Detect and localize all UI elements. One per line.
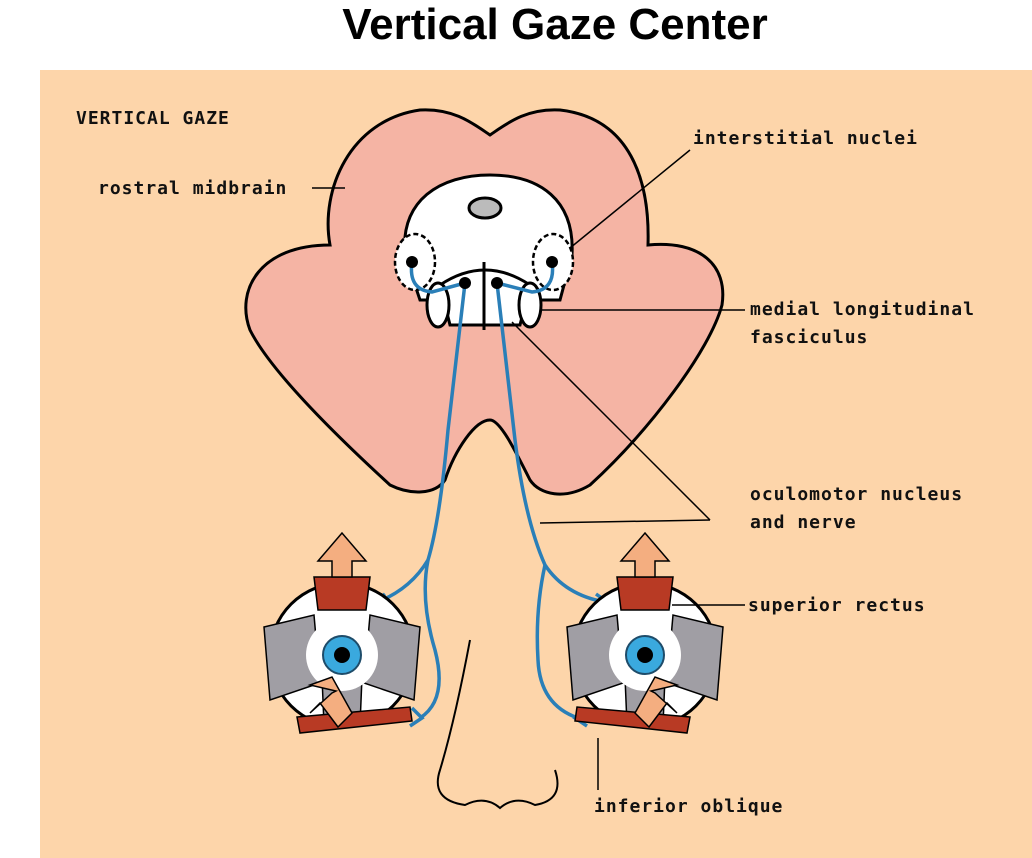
rostral-midbrain-label: rostral midbrain bbox=[98, 178, 287, 199]
cerebral-aqueduct bbox=[467, 196, 503, 220]
mlf-left bbox=[425, 281, 451, 329]
oculomotor-label-line1: oculomotor nucleus bbox=[750, 484, 963, 505]
mlf-right bbox=[517, 281, 543, 329]
mlf-label-line2: fasciculus bbox=[750, 327, 868, 348]
superior-rectus-label: superior rectus bbox=[748, 595, 926, 616]
diagram-title: Vertical Gaze Center bbox=[342, 0, 768, 49]
interstitial-nuclei-label: interstitial nuclei bbox=[693, 128, 918, 149]
inferior-oblique-label: inferior oblique bbox=[594, 796, 783, 817]
leader-lines bbox=[312, 149, 745, 790]
mlf-label-line1: medial longitudinal bbox=[750, 299, 975, 320]
oculomotor-label-line2: and nerve bbox=[750, 512, 857, 533]
nuclei-dots bbox=[406, 256, 558, 289]
nose bbox=[436, 639, 559, 810]
heading-label: VERTICAL GAZE bbox=[76, 108, 230, 129]
